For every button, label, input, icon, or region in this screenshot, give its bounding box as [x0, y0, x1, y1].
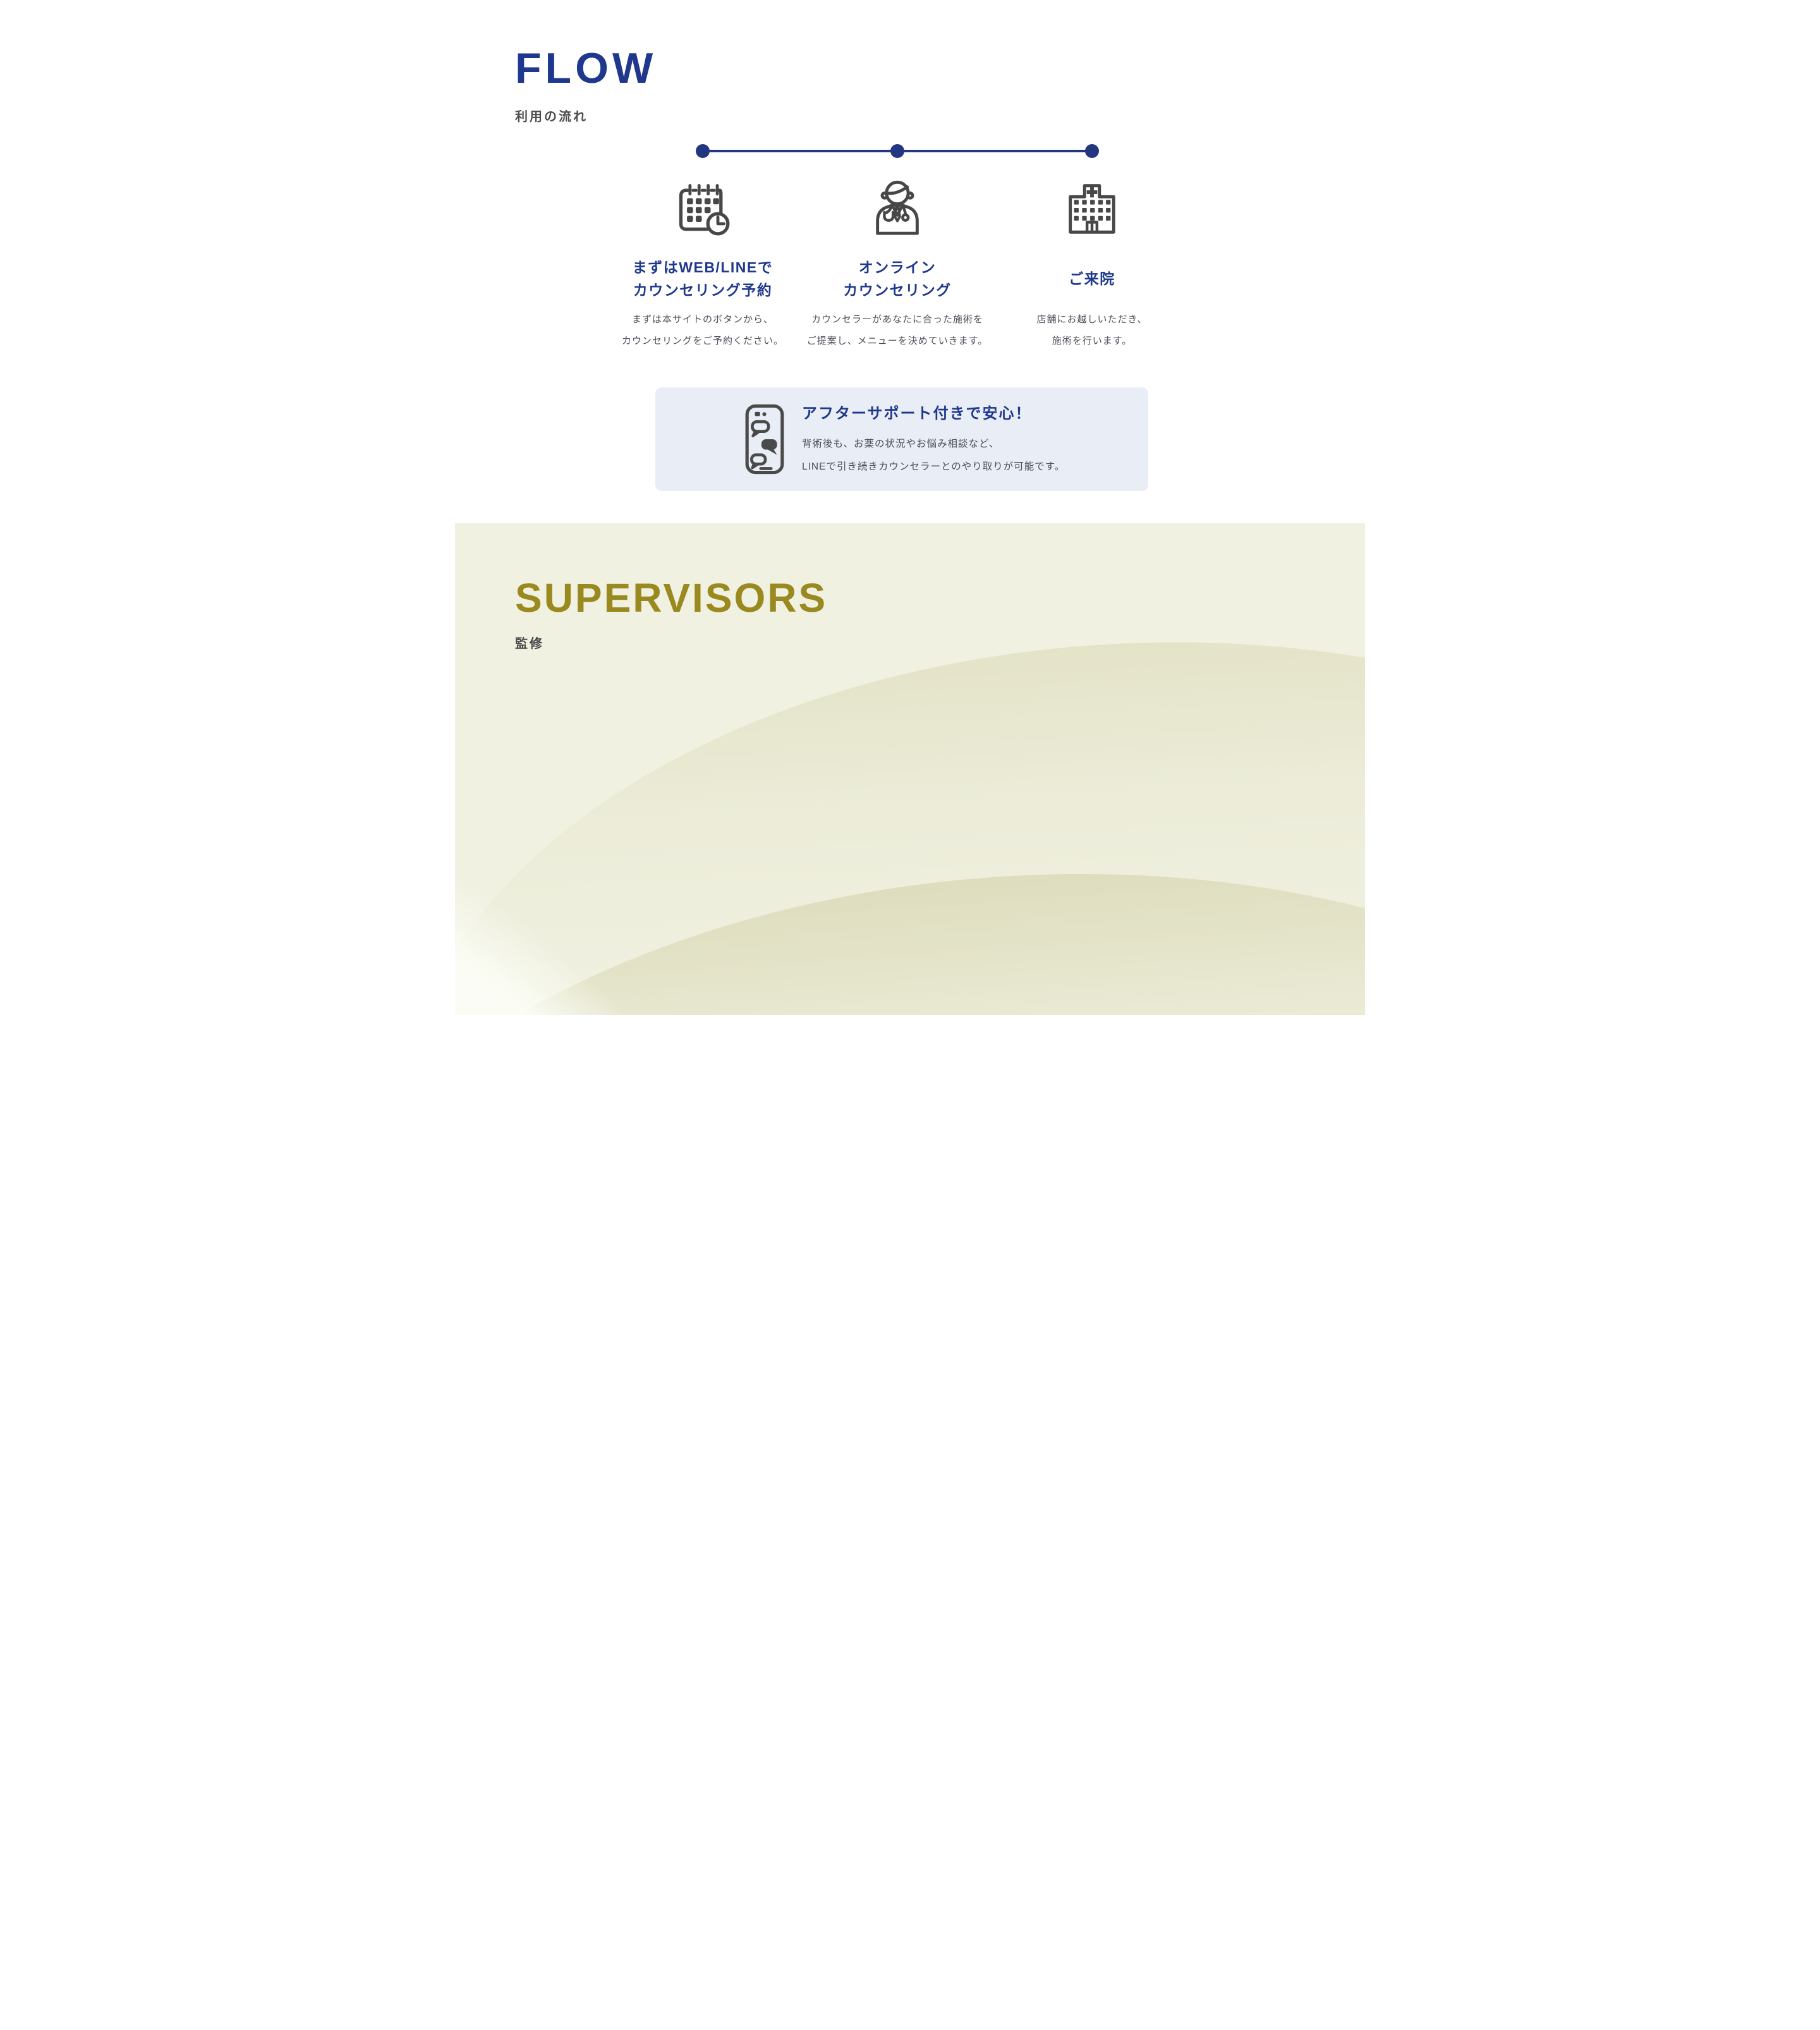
step-title: オンライン カウンセリング: [843, 256, 952, 301]
page: FLOW 利用の流れ: [455, 0, 1365, 1015]
callout-title: アフターサポート付きで安心！: [802, 405, 1032, 423]
doctor-icon: [866, 175, 928, 242]
step-title-line: カウンセリング: [843, 282, 952, 299]
flow-section-title: FLOW: [515, 44, 657, 92]
calendar-clock-icon: [672, 175, 733, 242]
step-description: カウンセラーがあなたに合った施術を ご提案し、メニューを決めていきます。: [807, 309, 988, 352]
callout-desc-line: 背術後も、お薬の状況やお悩み相談など、: [802, 439, 1000, 450]
timeline-dot-2: [890, 144, 904, 158]
step-desc-line: カウンセラーがあなたに合った施術を: [811, 314, 983, 325]
step-desc-line: 店舗にお越しいただき、: [1036, 314, 1148, 325]
step-title-line: ご来院: [1069, 270, 1115, 287]
step-title-line: カウンセリング予約: [633, 282, 773, 299]
flow-step-online-counseling: オンライン カウンセリング カウンセラーがあなたに合った施術を ご提案し、メニュ…: [800, 175, 995, 352]
background-corner-highlight: [455, 745, 847, 1015]
flow-header: FLOW 利用の流れ: [455, 0, 1365, 125]
flow-timeline: [605, 143, 1189, 159]
step-desc-line: カウンセリングをご予約ください。: [621, 336, 784, 347]
supervisors-section-subtitle: 監修: [515, 637, 544, 651]
flow-step-reservation: まずはWEB/LINEで カウンセリング予約 まずは本サイトのボタンから、 カウ…: [605, 175, 800, 352]
timeline-dot-1: [696, 144, 710, 158]
step-description: 店舗にお越しいただき、 施術を行います。: [1037, 309, 1148, 352]
step-title-line: まずはWEB/LINEで: [632, 259, 774, 276]
callout-desc-line: LINEで引き続きカウンセラーとのやり取りが可能です。: [802, 461, 1065, 472]
background-wave-2: [455, 823, 1365, 1015]
step-desc-line: 施術を行います。: [1052, 336, 1132, 347]
callout-text: アフターサポート付きで安心！ 背術後も、お薬の状況やお悩み相談など、 LINEで…: [802, 401, 1065, 478]
callout-description: 背術後も、お薬の状況やお悩み相談など、 LINEで引き続きカウンセラーとのやり取…: [802, 433, 1065, 478]
background-wave-1: [455, 605, 1365, 1015]
step-desc-line: まずは本サイトのボタンから、: [631, 314, 774, 325]
supervisors-section-title: SUPERVISORS: [515, 575, 828, 621]
flow-section-subtitle: 利用の流れ: [515, 110, 588, 124]
flow-step-visit: ご来院 店舗にお越しいただき、 施術を行います。: [995, 175, 1189, 352]
flow-section: FLOW 利用の流れ: [455, 0, 1365, 523]
chat-phone-icon: [744, 403, 786, 476]
supervisors-header: SUPERVISORS 監修: [455, 523, 1365, 652]
step-title-line: オンライン: [858, 259, 937, 276]
step-title: まずはWEB/LINEで カウンセリング予約: [633, 256, 773, 301]
step-desc-line: ご提案し、メニューを決めていきます。: [806, 336, 988, 347]
step-description: まずは本サイトのボタンから、 カウンセリングをご予約ください。: [622, 309, 784, 352]
hospital-icon: [1061, 175, 1123, 242]
flow-steps: まずはWEB/LINEで カウンセリング予約 まずは本サイトのボタンから、 カウ…: [605, 175, 1189, 352]
step-title: ご来院: [1069, 256, 1115, 301]
supervisors-section: SUPERVISORS 監修: [455, 523, 1365, 1015]
after-support-callout: アフターサポート付きで安心！ 背術後も、お薬の状況やお悩み相談など、 LINEで…: [655, 387, 1148, 492]
timeline-dot-3: [1085, 144, 1099, 158]
